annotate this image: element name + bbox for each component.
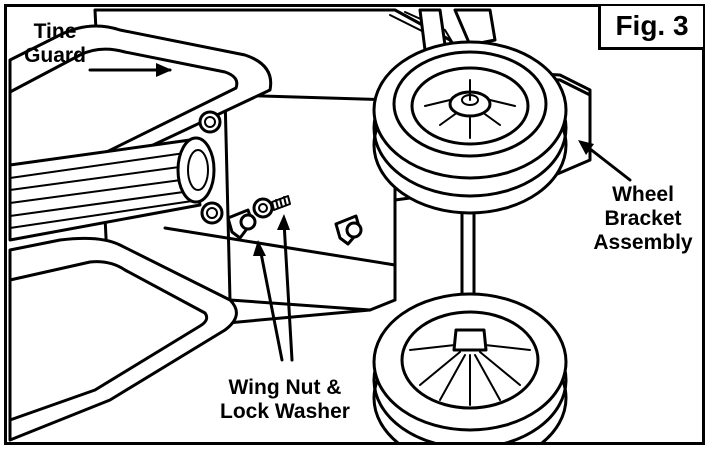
wheel-bracket-label: Wheel Bracket Assembly	[588, 183, 698, 255]
wheel-bracket-label-line3: Assembly	[593, 231, 693, 254]
figure-number-label: Fig. 3	[598, 6, 703, 50]
lower-wheel	[372, 292, 568, 442]
leader-arrows	[88, 63, 632, 362]
wheel-bracket-label-line2: Bracket	[604, 207, 682, 230]
wing-nut-label: Wing Nut & Lock Washer	[210, 376, 360, 424]
tine-guard-label-line2: Guard	[24, 44, 86, 67]
tine-guard-label-line1: Tine	[33, 20, 77, 43]
upper-wheel	[372, 40, 568, 215]
second-wing-nut	[334, 214, 363, 246]
tine-guard-label: Tine Guard	[18, 20, 92, 68]
wheel-bracket-label-line1: Wheel	[612, 183, 674, 206]
wing-nut-label-line2: Lock Washer	[220, 400, 350, 423]
wing-nut-hardware	[226, 195, 291, 240]
wing-nut-label-line1: Wing Nut &	[228, 376, 342, 399]
tine-shaft	[8, 136, 216, 242]
housing-bolts	[198, 110, 224, 225]
figure-frame	[4, 4, 705, 445]
